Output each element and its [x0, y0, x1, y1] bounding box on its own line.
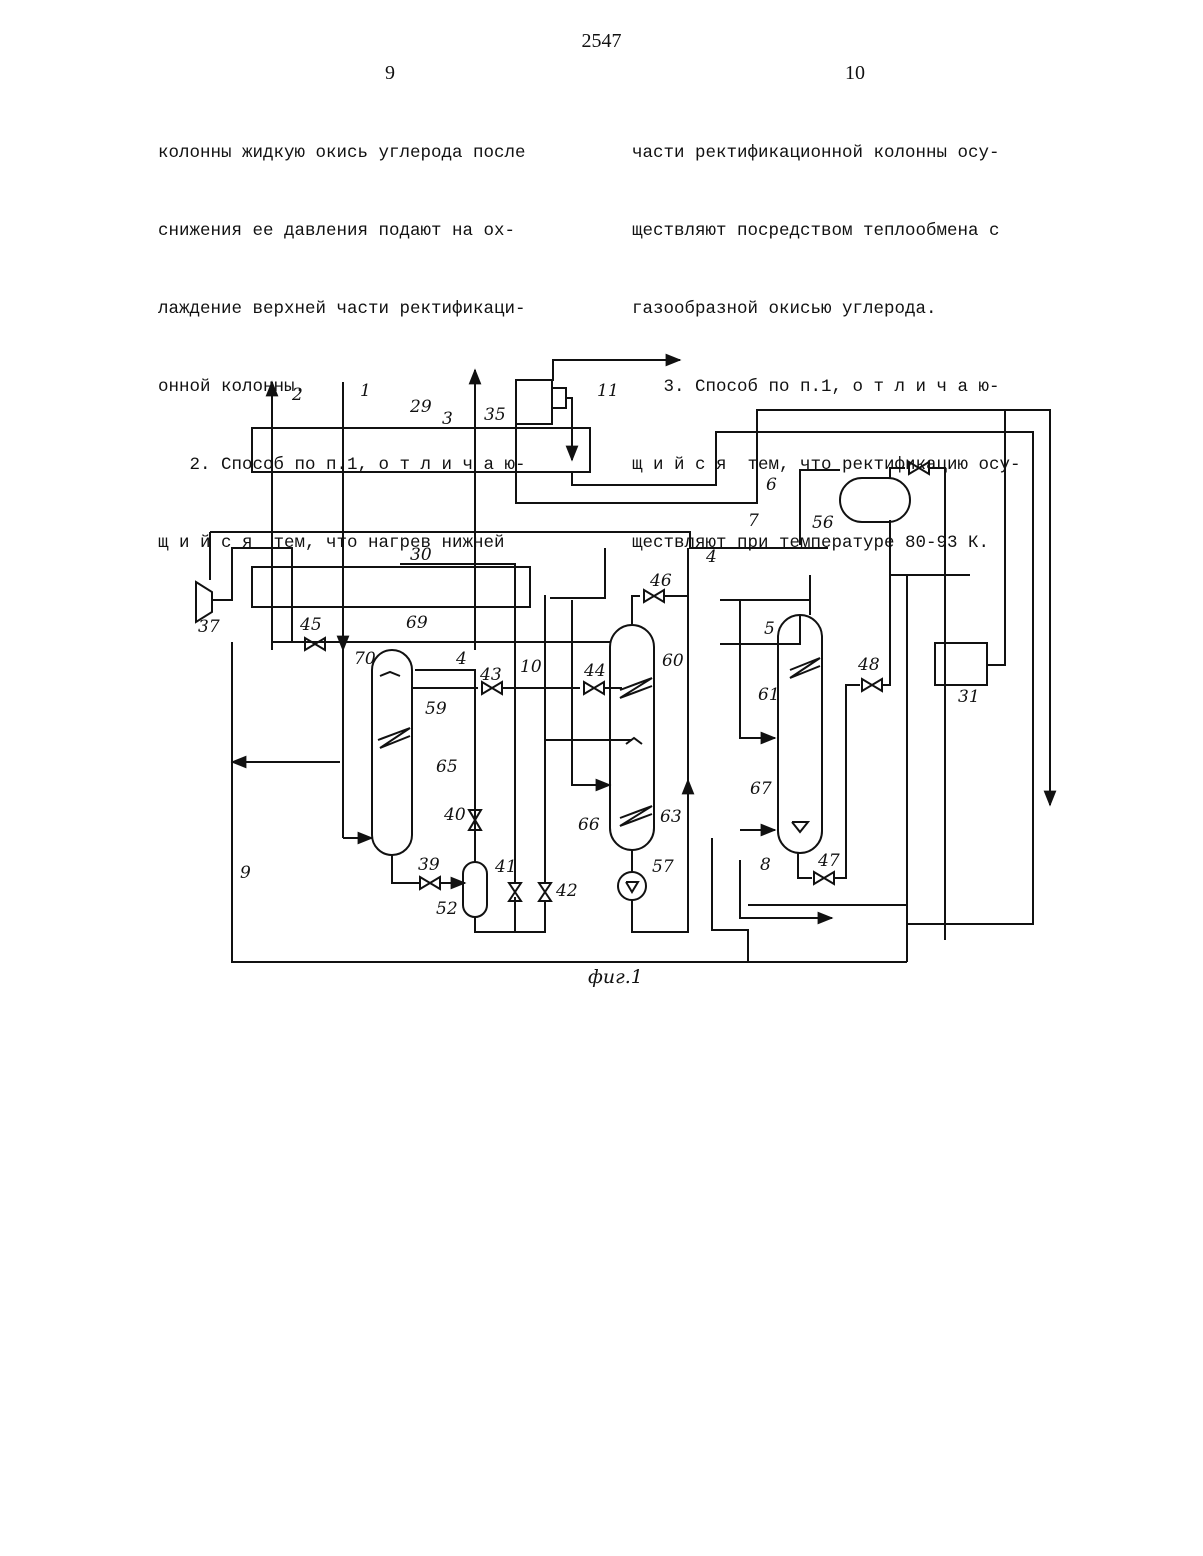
column-67: [778, 615, 822, 853]
label-4: 4: [705, 547, 717, 567]
label-4b: 4: [455, 649, 467, 669]
label-8: 8: [760, 855, 771, 875]
label-37: 37: [198, 617, 220, 637]
label-1: 1: [360, 381, 371, 401]
separator-52: [463, 862, 487, 917]
text-line: газообразной окисью углерода.: [632, 296, 1021, 322]
label-11: 11: [597, 381, 619, 401]
label-6: 6: [766, 475, 777, 495]
label-70: 70: [354, 649, 376, 669]
text-line: колонны жидкую окись углерода после: [158, 140, 526, 166]
heat-exchanger-31: [935, 643, 987, 685]
receiver-56: [840, 478, 910, 522]
heat-exchanger-29: [252, 428, 590, 472]
label-10: 10: [520, 657, 542, 677]
text-line: части ректификационной колонны осу-: [632, 140, 1021, 166]
text-line: лаждение верхней части ректификаци-: [158, 296, 526, 322]
label-56: 56: [812, 513, 834, 533]
label-43: 43: [479, 665, 502, 685]
label-66: 66: [578, 815, 600, 835]
label-29: 29: [409, 397, 432, 417]
figure-caption: фиг.1: [588, 966, 643, 988]
expander-35: [516, 380, 552, 424]
label-42: 42: [555, 881, 578, 901]
right-column-number: 10: [845, 62, 865, 85]
label-39: 39: [418, 855, 440, 875]
page-number: 2547: [0, 30, 1203, 53]
text-line: ществляют посредством теплообмена с: [632, 218, 1021, 244]
label-44: 44: [583, 661, 606, 681]
label-31: 31: [958, 687, 980, 707]
label-67: 67: [750, 779, 772, 799]
left-column-number: 9: [385, 62, 395, 85]
label-52: 52: [436, 899, 458, 919]
label-40: 40: [443, 805, 466, 825]
label-3: 3: [442, 409, 453, 429]
label-63: 63: [660, 807, 682, 827]
process-flow-diagram: 2 1 3 29 35 11 6 56 7 30 4 46 5 37 45 69…: [0, 340, 1203, 1000]
expander-37: [196, 582, 212, 622]
label-41: 41: [494, 857, 517, 877]
label-46: 46: [649, 571, 672, 591]
text-line: снижения ее давления подают на ох-: [158, 218, 526, 244]
label-61: 61: [758, 685, 780, 705]
label-30: 30: [410, 545, 432, 565]
label-48: 48: [857, 655, 880, 675]
column-65: [372, 650, 412, 855]
pump-57: [618, 872, 646, 900]
label-7: 7: [748, 511, 759, 531]
label-35: 35: [484, 405, 506, 425]
heat-exchanger-30: [252, 567, 530, 607]
label-47: 47: [817, 851, 840, 871]
label-60: 60: [662, 651, 684, 671]
label-65: 65: [436, 757, 458, 777]
label-69: 69: [406, 613, 428, 633]
label-2: 2: [291, 385, 303, 405]
label-45: 45: [299, 615, 322, 635]
label-5: 5: [764, 619, 775, 639]
label-9: 9: [240, 863, 251, 883]
label-59: 59: [425, 699, 447, 719]
label-57: 57: [652, 857, 674, 877]
